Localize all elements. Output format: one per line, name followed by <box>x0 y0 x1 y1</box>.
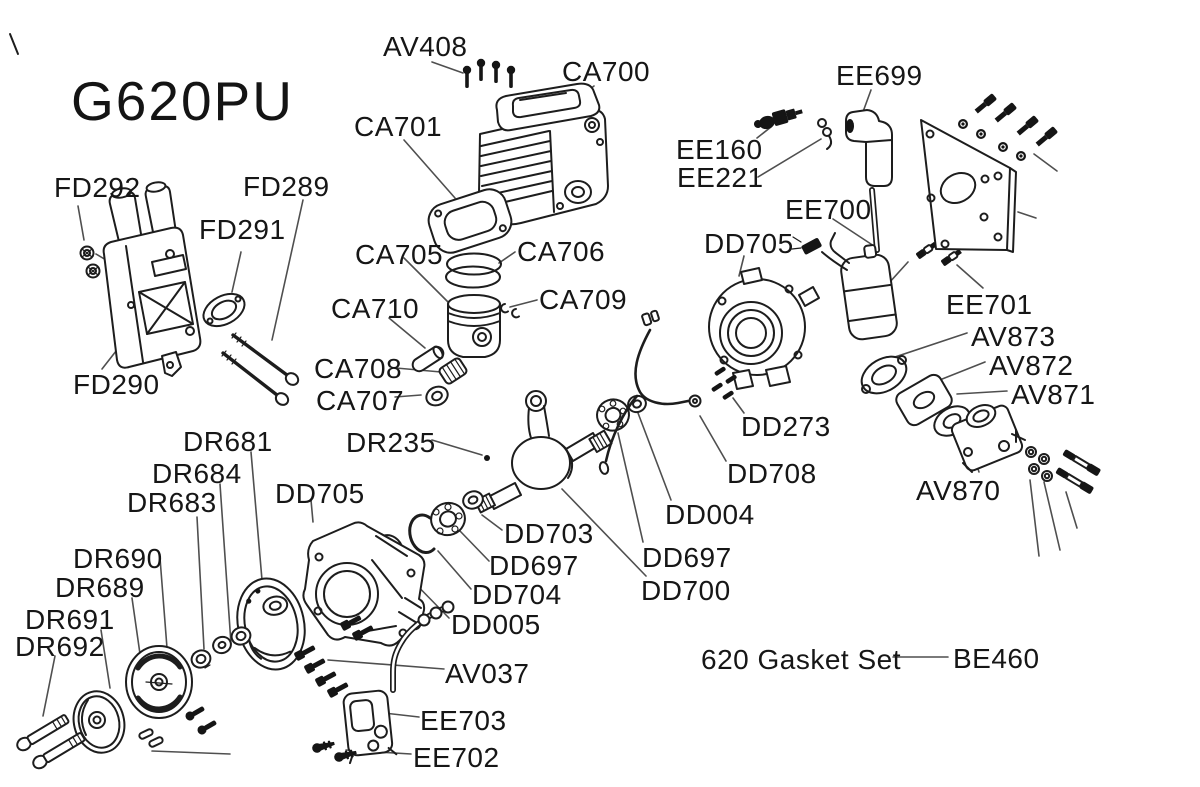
leader-line <box>271 199 304 341</box>
carb-mount-screws-drawing <box>294 615 374 698</box>
clutch-drawing <box>125 645 193 719</box>
carburetor-drawing <box>950 404 1026 473</box>
muffler-bolts-drawing <box>221 332 300 406</box>
crankcase-left-drawing <box>302 521 426 647</box>
leader-line <box>1065 491 1078 529</box>
crankcase-right-drawing <box>708 267 820 390</box>
piston-drawing <box>447 294 501 358</box>
leader-line <box>196 516 205 650</box>
clutch-bolts-drawing <box>185 706 217 735</box>
piston-rings-drawing <box>445 252 502 289</box>
muffler-gasket-drawing <box>202 292 246 328</box>
muffler-drawing <box>102 181 202 377</box>
leader-line <box>437 550 472 590</box>
cylinder-gasket-drawing <box>427 188 513 254</box>
leader-line <box>159 557 168 649</box>
leader-line <box>77 205 85 241</box>
leader-line <box>1043 481 1061 551</box>
wrist-pin-drawing <box>411 345 445 373</box>
leader-line <box>151 750 231 755</box>
plug-clip-drawing <box>817 118 833 150</box>
ignition-coil-drawing <box>791 187 898 341</box>
leader-line <box>231 251 242 293</box>
mount-plate-drawing <box>920 119 1017 253</box>
leader-line <box>888 261 909 284</box>
leader-line <box>250 451 263 581</box>
leader-line <box>637 412 672 501</box>
main-bearing-left-drawing <box>430 501 466 537</box>
leader-line <box>498 251 516 264</box>
starter-pulley-drawing <box>72 690 126 754</box>
leader-line <box>699 415 727 462</box>
leader-line <box>42 655 56 717</box>
leader-line <box>481 514 503 531</box>
needle-bearing-drawing <box>438 357 468 385</box>
piston-clips-drawing <box>500 303 520 319</box>
throttle-rod-drawing <box>390 600 455 693</box>
leader-line <box>738 255 745 277</box>
leader-line <box>757 138 822 178</box>
leader-line <box>310 499 314 523</box>
main-bearing-right-drawing <box>596 398 630 432</box>
leader-line <box>956 264 984 289</box>
cylinder-bolts-drawing <box>462 58 516 88</box>
leader-line <box>219 483 232 645</box>
plate-screws-drawing <box>958 93 1058 161</box>
leader-line <box>756 126 772 139</box>
corner-mark <box>9 33 19 55</box>
leader-line <box>732 397 745 414</box>
ignition-switch-drawing <box>342 689 398 765</box>
spark-plug-drawing <box>754 108 803 130</box>
snap-ring-drawing <box>408 513 436 554</box>
leader-line <box>885 332 968 361</box>
leader-line <box>509 299 538 308</box>
plug-boot-drawing <box>845 109 893 187</box>
leader-line <box>459 530 490 562</box>
leader-line <box>617 432 644 543</box>
muffler-nuts-drawing <box>79 245 101 279</box>
thrust-washer-drawing <box>462 490 484 510</box>
flywheel-washers-drawing <box>190 626 252 669</box>
leader-line <box>403 257 453 307</box>
leader-line <box>561 488 647 577</box>
flywheel-drawing <box>236 577 306 671</box>
leader-line <box>100 629 111 689</box>
crankshaft-drawing <box>473 390 613 514</box>
carb-nuts-drawing <box>1025 446 1053 482</box>
leader-line <box>431 439 483 456</box>
leader-line <box>431 61 464 74</box>
screw-set-drawing <box>711 366 737 400</box>
starter-bolts-drawing <box>16 714 86 770</box>
leader-line <box>956 390 1008 395</box>
leader-line <box>327 659 445 670</box>
leader-line <box>394 394 422 398</box>
cylinder-drawing <box>478 82 609 226</box>
switch-screws-drawing <box>312 740 357 762</box>
pin-washer-drawing <box>425 385 449 407</box>
leader-line <box>403 139 456 199</box>
leader-line <box>1029 479 1040 557</box>
leader-line <box>1017 211 1037 219</box>
wire-harness-drawing <box>598 309 702 475</box>
clutch-springs-drawing <box>138 728 164 748</box>
carb-studs-drawing <box>1055 449 1101 494</box>
leader-line <box>832 218 878 249</box>
leader-line <box>1033 153 1058 172</box>
leader-line <box>388 317 426 349</box>
